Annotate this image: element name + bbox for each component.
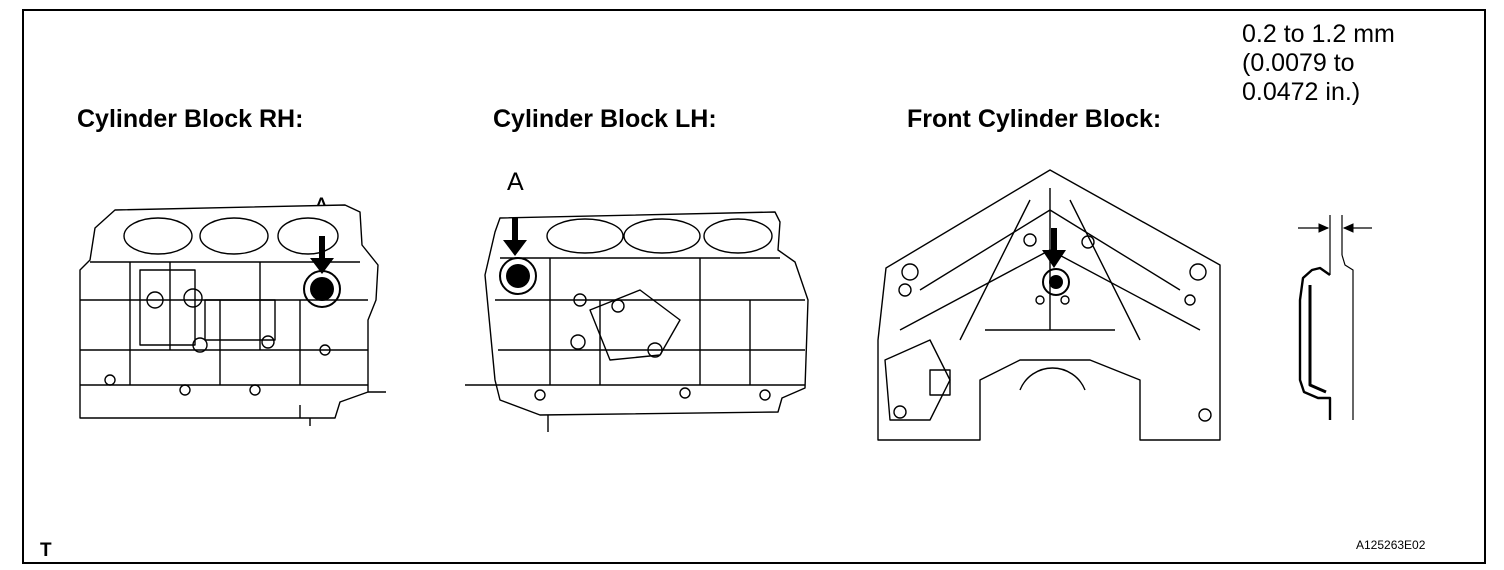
corner-mark: T	[40, 540, 52, 561]
heading-cylinder-block-lh: Cylinder Block LH:	[493, 105, 717, 133]
arrow-lh-head	[503, 240, 527, 256]
cylinder-block-rh-drawing	[79, 204, 386, 426]
spec-line-2: (0.0079 to	[1242, 49, 1355, 77]
heading-front-cylinder-block: Front Cylinder Block:	[907, 105, 1162, 133]
arrow-rh-head	[310, 258, 334, 274]
heading-cylinder-block-rh: Cylinder Block RH:	[77, 105, 304, 133]
front-cylinder-block-drawing	[877, 169, 1221, 441]
cylinder-block-lh-drawing	[465, 211, 809, 432]
figure-frame	[22, 9, 1486, 564]
callout-a-lh: A	[507, 168, 524, 196]
arrow-front-head	[1042, 250, 1066, 268]
figure-id: A125263E02	[1356, 538, 1426, 552]
spec-line-1: 0.2 to 1.2 mm	[1242, 20, 1395, 48]
sealant-detail-drawing	[1298, 215, 1372, 420]
sealant-width-spec: 0.2 to 1.2 mm (0.0079 to 0.0472 in.)	[1242, 20, 1395, 107]
spec-line-3: 0.0472 in.)	[1242, 78, 1361, 106]
